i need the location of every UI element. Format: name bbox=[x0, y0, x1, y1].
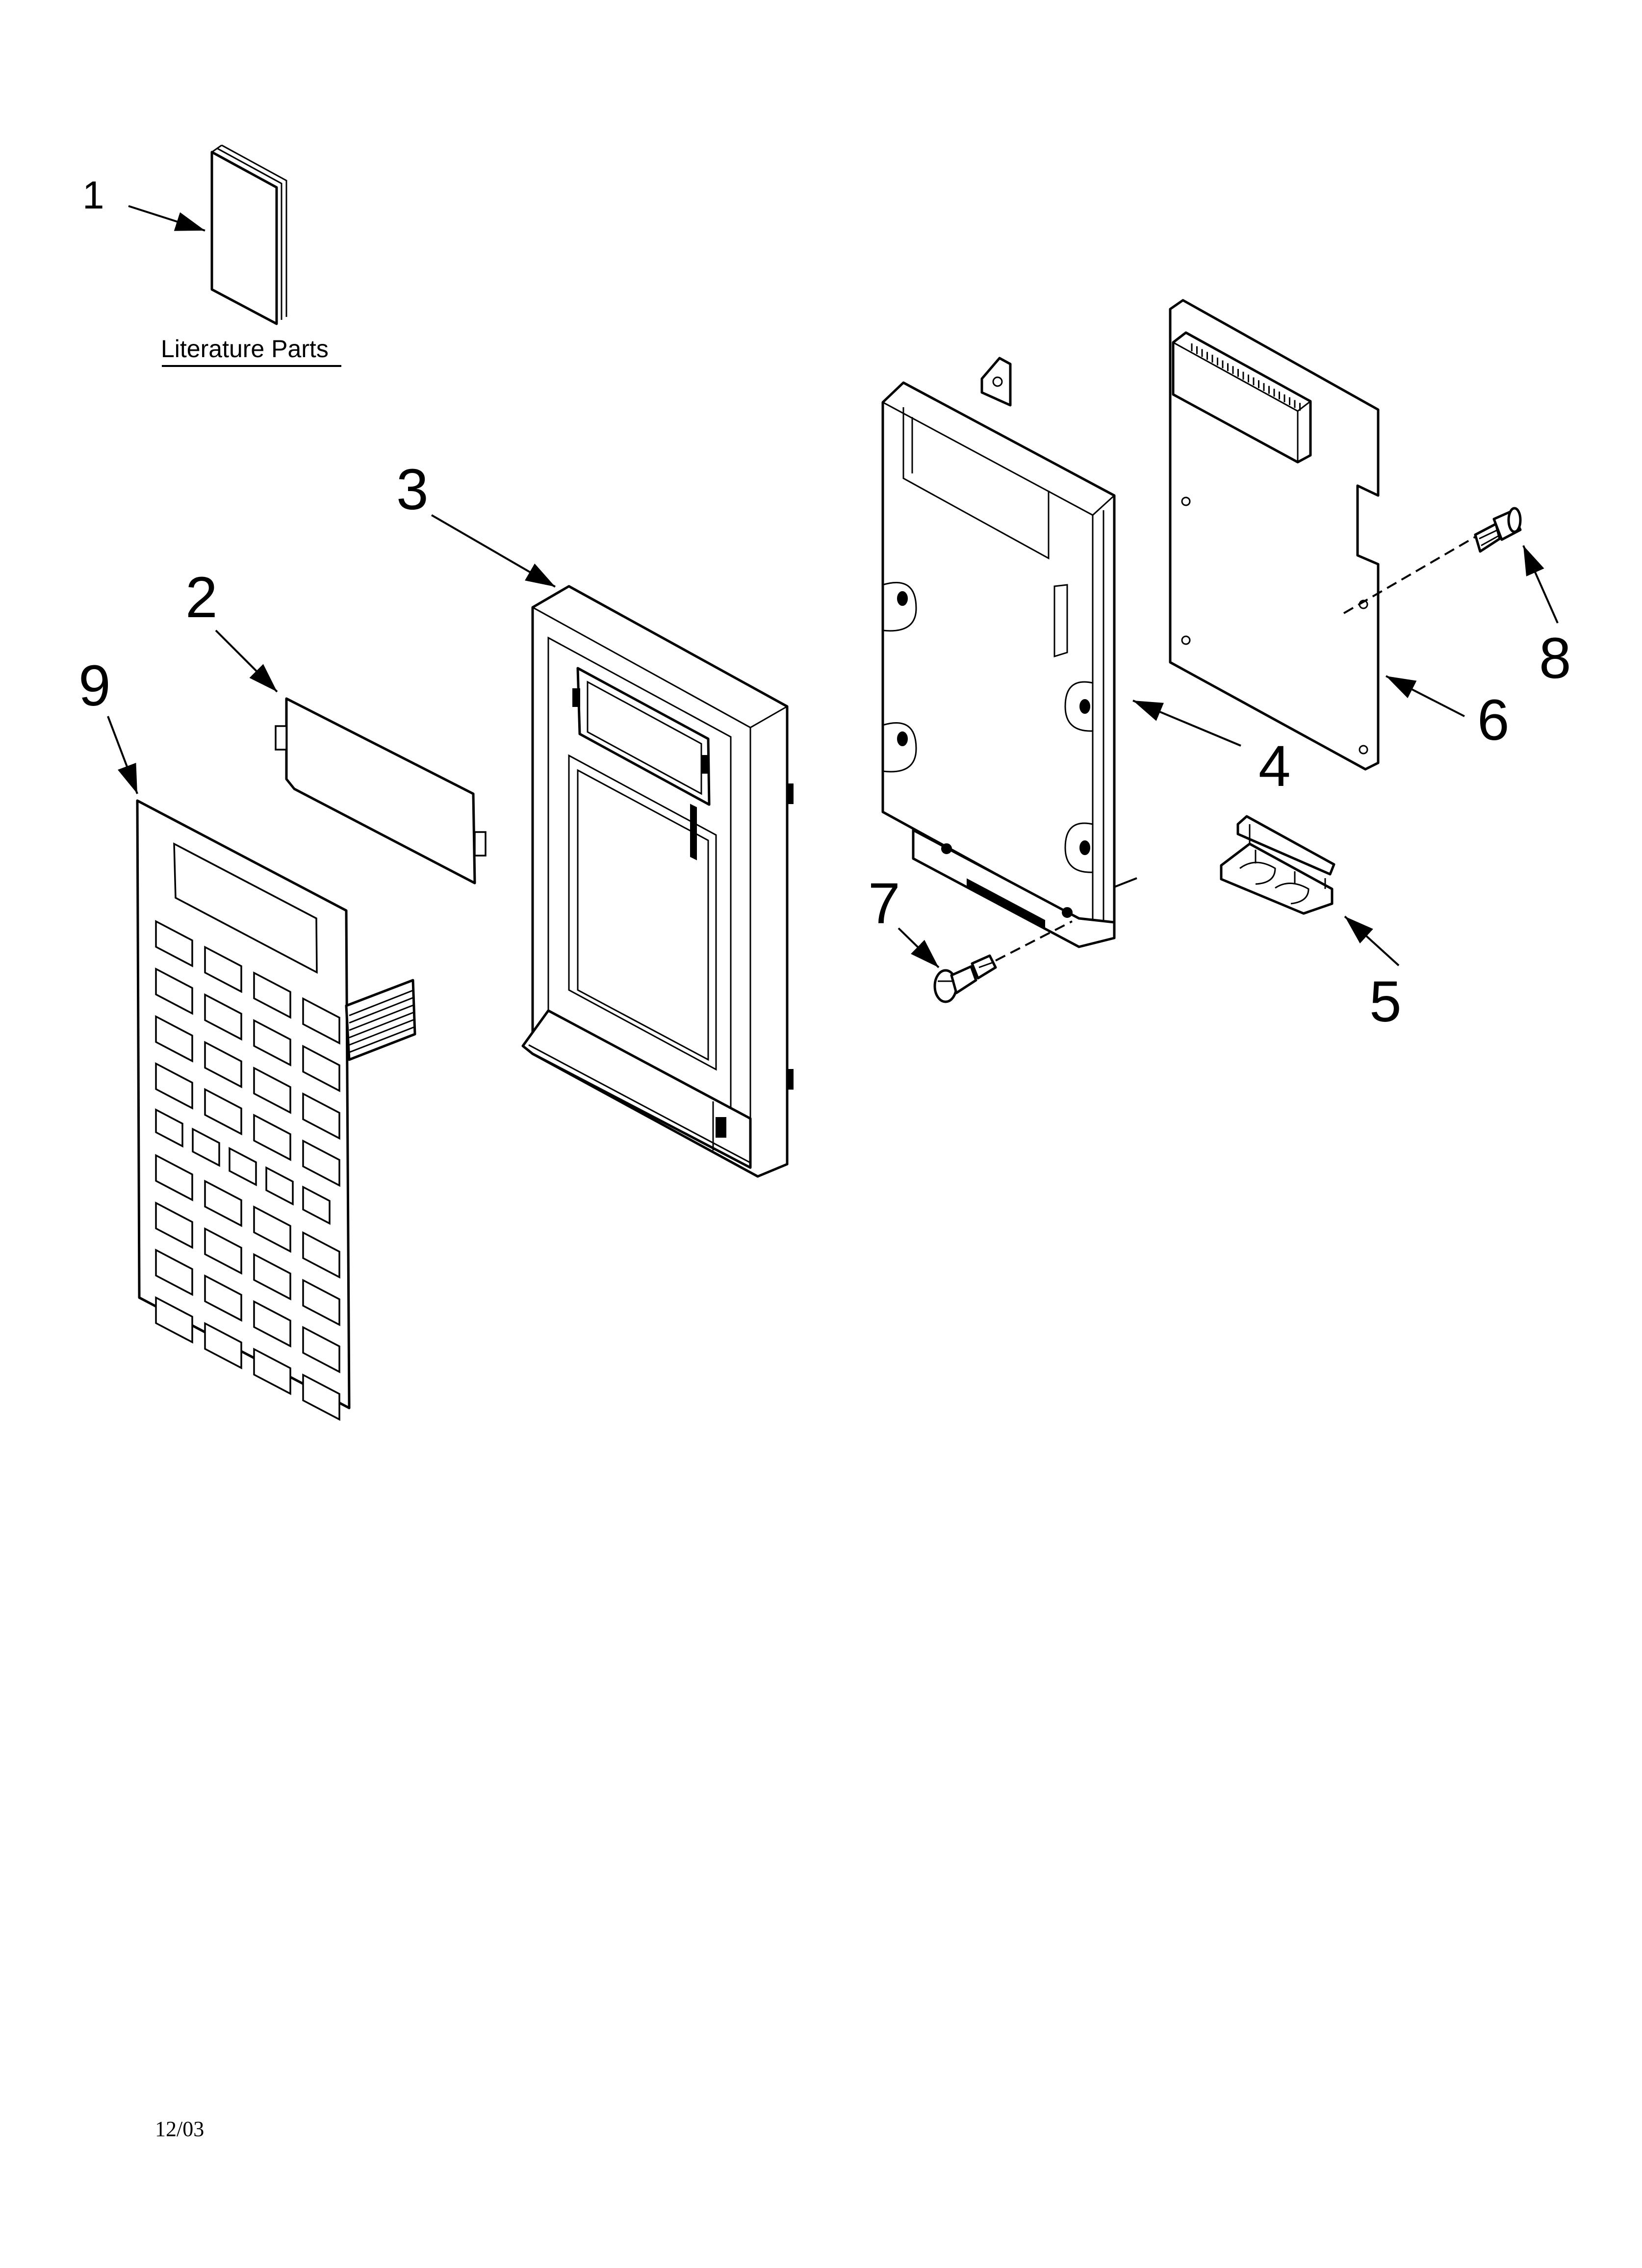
keypad-key bbox=[229, 1147, 257, 1186]
callout-7: 7 bbox=[868, 871, 900, 936]
leader-2 bbox=[215, 629, 278, 693]
leader-8 bbox=[1522, 545, 1559, 624]
keypad-key bbox=[204, 1274, 242, 1322]
keypad-key bbox=[253, 971, 291, 1019]
callout-8: 8 bbox=[1539, 626, 1571, 691]
leader-7 bbox=[898, 927, 940, 968]
leader-3 bbox=[431, 514, 556, 588]
keypad-key bbox=[204, 945, 242, 993]
keypad-key bbox=[204, 1088, 242, 1136]
bracket-screw-part bbox=[933, 954, 997, 1003]
leader-1 bbox=[128, 205, 205, 232]
keypad-key bbox=[204, 1322, 242, 1370]
keypad-key bbox=[302, 1373, 340, 1421]
control-board-part bbox=[1169, 299, 1380, 771]
leader-9 bbox=[107, 716, 138, 794]
keypad-key bbox=[302, 1326, 340, 1374]
screw-8-alignment-line bbox=[1343, 535, 1478, 614]
screw-7-alignment-line bbox=[995, 920, 1073, 962]
callout-4: 4 bbox=[1258, 734, 1291, 799]
keypad-key bbox=[253, 1348, 291, 1395]
keypad-key bbox=[302, 1044, 340, 1093]
keypad-keys bbox=[155, 920, 340, 1421]
leader-5 bbox=[1344, 915, 1400, 966]
keypad-key bbox=[204, 1041, 242, 1089]
board-screw-part bbox=[1474, 507, 1522, 553]
keypad-key bbox=[155, 1154, 193, 1201]
keypad-key bbox=[253, 1067, 291, 1114]
callout-2: 2 bbox=[185, 565, 218, 630]
keypad-key bbox=[253, 1114, 291, 1161]
keypad-key bbox=[155, 1015, 193, 1063]
keypad-key bbox=[155, 967, 193, 1015]
revision-date: 12/03 bbox=[155, 2117, 204, 2141]
keypad-key bbox=[192, 1127, 220, 1167]
leader-4 bbox=[1132, 700, 1241, 747]
keypad-membrane-part bbox=[136, 799, 416, 1421]
keypad-key bbox=[253, 1300, 291, 1348]
literature-parts-label: Literature Parts bbox=[161, 335, 329, 363]
callout-5: 5 bbox=[1369, 969, 1402, 1034]
control-panel-frame-part bbox=[521, 585, 794, 1178]
literature-booklet-part bbox=[210, 144, 287, 325]
keypad-key bbox=[302, 997, 340, 1045]
bracket-edge-line bbox=[1114, 877, 1137, 888]
keypad-key bbox=[302, 1278, 340, 1327]
display-cover-part bbox=[275, 697, 487, 885]
keypad-key bbox=[302, 1231, 340, 1279]
keypad-key bbox=[155, 1296, 193, 1344]
callout-6: 6 bbox=[1477, 688, 1510, 753]
bracket-mount-boss-2 bbox=[882, 722, 917, 773]
callout-9: 9 bbox=[78, 653, 111, 718]
keypad-ribbon-connector bbox=[345, 979, 416, 1061]
callout-1: 1 bbox=[82, 173, 104, 217]
keypad-key bbox=[302, 1139, 340, 1187]
keypad-key bbox=[204, 1179, 242, 1227]
connector-pins bbox=[1191, 343, 1301, 411]
control-bracket-part bbox=[881, 357, 1116, 948]
keypad-key bbox=[155, 1062, 193, 1110]
keypad-key bbox=[155, 1249, 193, 1296]
bracket-mount-boss-4 bbox=[1064, 822, 1093, 873]
bracket-mount-boss-3 bbox=[1064, 681, 1093, 732]
bracket-mount-boss-1 bbox=[882, 582, 917, 632]
keypad-key bbox=[204, 1227, 242, 1275]
keypad-key bbox=[253, 1019, 291, 1067]
keypad-key bbox=[302, 1185, 331, 1225]
keypad-key bbox=[253, 1253, 291, 1301]
keypad-key bbox=[155, 1201, 193, 1249]
keypad-key bbox=[265, 1166, 294, 1206]
keypad-key bbox=[155, 1108, 183, 1148]
leader-6 bbox=[1385, 675, 1465, 717]
callout-3: 3 bbox=[396, 457, 429, 522]
mounting-clip-part bbox=[1220, 815, 1335, 915]
keypad-key bbox=[155, 920, 193, 967]
keypad-key bbox=[204, 993, 242, 1041]
keypad-key bbox=[253, 1205, 291, 1253]
keypad-key bbox=[302, 1092, 340, 1140]
